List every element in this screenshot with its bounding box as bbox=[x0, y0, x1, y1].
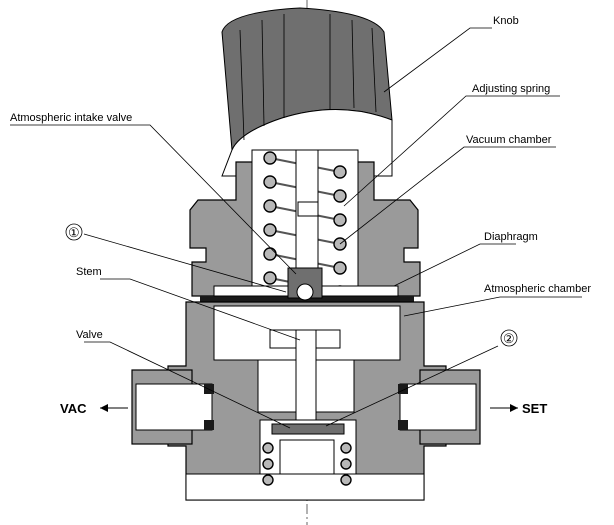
label-atmospheric-chamber: Atmospheric chamber bbox=[484, 283, 591, 295]
label-atmospheric-intake-valve: Atmospheric intake valve bbox=[10, 112, 132, 124]
set-port-fitting bbox=[398, 369, 481, 445]
marker-2: ② bbox=[503, 331, 515, 346]
label-vacuum-chamber: Vacuum chamber bbox=[466, 134, 552, 146]
valve-assembly bbox=[262, 423, 352, 486]
marker-2-circle bbox=[500, 329, 518, 347]
main-body bbox=[167, 301, 447, 501]
label-vac-port: VAC bbox=[60, 401, 87, 416]
leader-lines bbox=[10, 27, 582, 429]
label-knob: Knob bbox=[493, 15, 519, 27]
diaphragm-assembly bbox=[200, 267, 414, 302]
marker-1: ① bbox=[68, 225, 80, 240]
label-set-port: SET bbox=[522, 401, 547, 416]
marker-1-circle bbox=[65, 223, 83, 241]
set-arrow-icon bbox=[490, 404, 518, 412]
label-stem: Stem bbox=[76, 266, 102, 278]
vac-port-fitting bbox=[131, 369, 214, 445]
vac-arrow-icon bbox=[100, 404, 128, 412]
label-adjusting-spring: Adjusting spring bbox=[472, 83, 550, 95]
label-diaphragm: Diaphragm bbox=[484, 231, 538, 243]
label-valve: Valve bbox=[76, 329, 103, 341]
